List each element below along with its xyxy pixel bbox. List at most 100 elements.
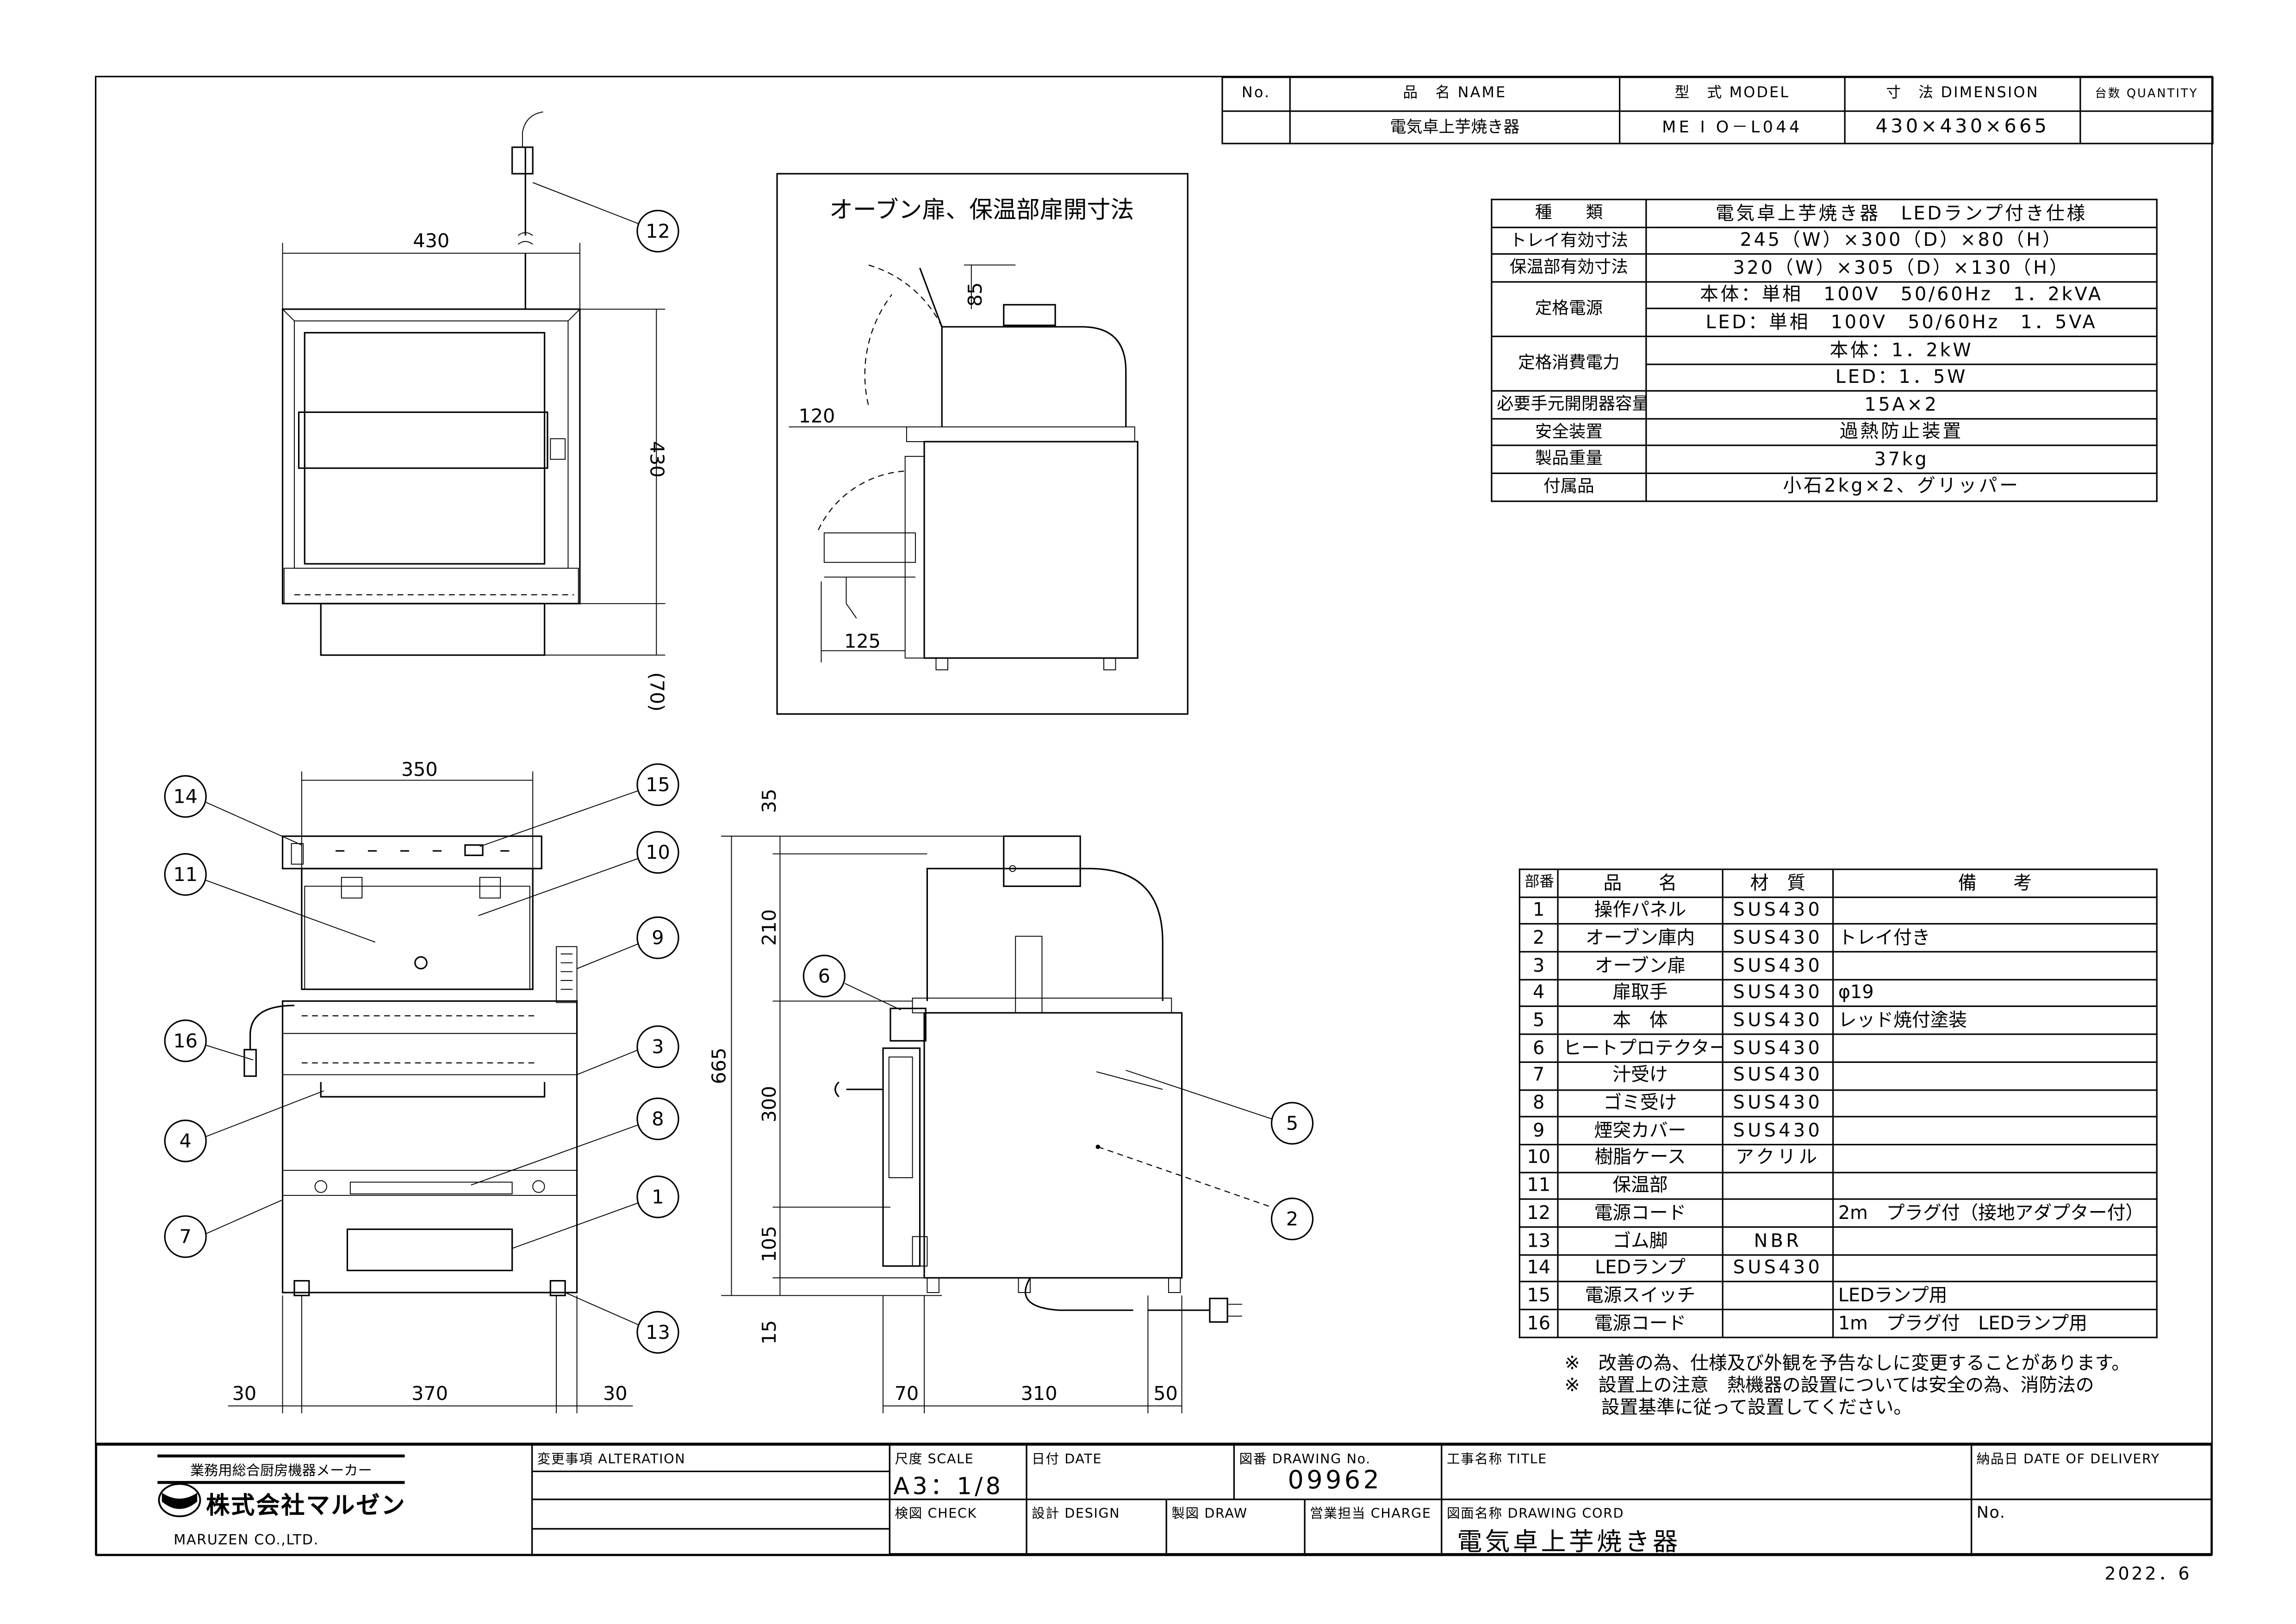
part-number: 13 [1518,1226,1559,1255]
dim-inset-85: 85 [964,282,986,307]
part-name: オーブン扉 [1557,951,1724,981]
spec-value: 37kg [1645,445,2158,474]
part-material: SUS430 [1722,924,1834,953]
spec-label: 種 類 [1491,199,1647,228]
spec-value: 320（W）×305（D）×130（H） [1645,253,2158,282]
part-remarks: 2m プラグ付（接地アダプター付） [1832,1199,2158,1228]
part-number: 11 [1518,1171,1559,1200]
part-remarks [1832,951,2158,981]
svg-text:3: 3 [652,1036,664,1058]
svg-text:13: 13 [646,1321,670,1343]
spec-value: LED：1．5W [1645,363,2158,392]
part-material [1722,1171,1834,1200]
part-material: SUS430 [1722,896,1834,925]
header-model-value: ME I O－L044 [1619,110,1846,144]
header-no-value [1221,110,1291,144]
part-remarks [1832,896,2158,925]
part-material: アクリル [1722,1143,1834,1173]
alteration-label: 変更事項 ALTERATION [531,1443,890,1472]
svg-text:16: 16 [173,1030,198,1052]
callout-11: 11 [164,853,207,896]
part-name: 樹脂ケース [1557,1143,1724,1173]
maker-tagline: 業務用総合厨房機器メーカー [157,1454,405,1484]
spec-row: 安全装置過熱防止装置 [1491,418,2158,447]
dim-front-side-right: 30 [603,1382,628,1405]
svg-text:4: 4 [180,1130,192,1152]
part-number: 4 [1518,978,1559,1008]
dim-side-total: 665 [708,1048,730,1084]
header-quantity-label: 台数 QUANTITY [2079,76,2214,112]
part-name: LEDランプ [1557,1254,1724,1283]
notes: ※ 改善の為、仕様及び外観を予告なしに変更することがあります。 ※ 設置上の注意… [1564,1351,2130,1418]
part-material [1722,1309,1834,1338]
part-remarks: レッド焼付塗装 [1832,1006,2158,1035]
dim-side-210: 210 [758,909,780,946]
callout-16: 16 [164,1019,207,1062]
number-cell: No. [1971,1499,2212,1556]
callout-2: 2 [1270,1197,1314,1241]
spec-label: 定格消費電力 [1491,335,1647,392]
svg-text:5: 5 [1286,1112,1298,1134]
part-name: 操作パネル [1557,896,1724,925]
callout-10: 10 [636,831,679,874]
part-name: ゴム脚 [1557,1226,1724,1255]
header-dimension-value: 430×430×665 [1844,110,2081,144]
design-cell: 設計 DESIGN [1026,1499,1167,1556]
callout-12: 12 [636,210,679,253]
callout-4: 4 [164,1119,207,1162]
side-view: 665 35 210 300 105 15 70 310 50 [708,789,1272,1413]
charge-label: 営業担当 CHARGE [1310,1507,1431,1523]
spec-label: 付属品 [1491,472,1647,501]
part-name: 保温部 [1557,1171,1724,1200]
part-number: 3 [1518,951,1559,981]
part-remarks: トレイ付き [1832,924,2158,953]
drawing-name-cell: 図面名称 DRAWING CORD [1441,1499,1972,1556]
part-remarks [1832,1171,2158,1200]
part-material: SUS430 [1722,1088,1834,1118]
delivery-label: 納品日 DATE OF DELIVERY [1976,1453,2160,1468]
spec-value: LED：単相 100V 50/60Hz 1．5VA [1645,308,2158,337]
part-material: SUS430 [1722,1116,1834,1145]
part-remarks [1832,1033,2158,1063]
date-label: 日付 DATE [1032,1453,1102,1468]
drawing-no-value: 09962 [1288,1466,1382,1496]
spec-value: 245（W）×300（D）×80（H） [1645,226,2158,255]
svg-text:14: 14 [173,785,198,807]
spec-value: 本体：1．2kW [1645,335,2158,365]
dim-side-70: 70 [895,1382,919,1405]
header-no-label: No. [1221,76,1291,112]
dim-top-depth: 430 [646,441,668,478]
parts-header-row: 部番品 名材 質備 考 [1518,868,2158,898]
part-material: SUS430 [1722,1061,1834,1090]
svg-text:1: 1 [652,1186,664,1208]
design-label: 設計 DESIGN [1032,1507,1120,1523]
maruzen-logo-icon [158,1483,201,1518]
charge-cell: 営業担当 CHARGE [1304,1499,1443,1556]
part-number: 9 [1518,1116,1559,1145]
callout-9: 9 [636,916,679,959]
header-name-label: 品 名 NAME [1289,76,1621,112]
svg-text:12: 12 [646,220,670,242]
svg-text:2: 2 [1286,1208,1298,1230]
spec-label: 製品重量 [1491,445,1647,474]
callout-3: 3 [636,1025,679,1068]
part-material: NBR [1722,1226,1834,1255]
svg-text:7: 7 [180,1225,192,1248]
parts-column-header: 備 考 [1832,868,2158,898]
part-number: 1 [1518,896,1559,925]
callout-6: 6 [803,955,846,998]
alteration-row [531,1528,890,1556]
spec-row: 定格電源本体：単相 100V 50/60Hz 1．2kVA [1491,281,2158,337]
dim-side-35: 35 [758,789,780,813]
